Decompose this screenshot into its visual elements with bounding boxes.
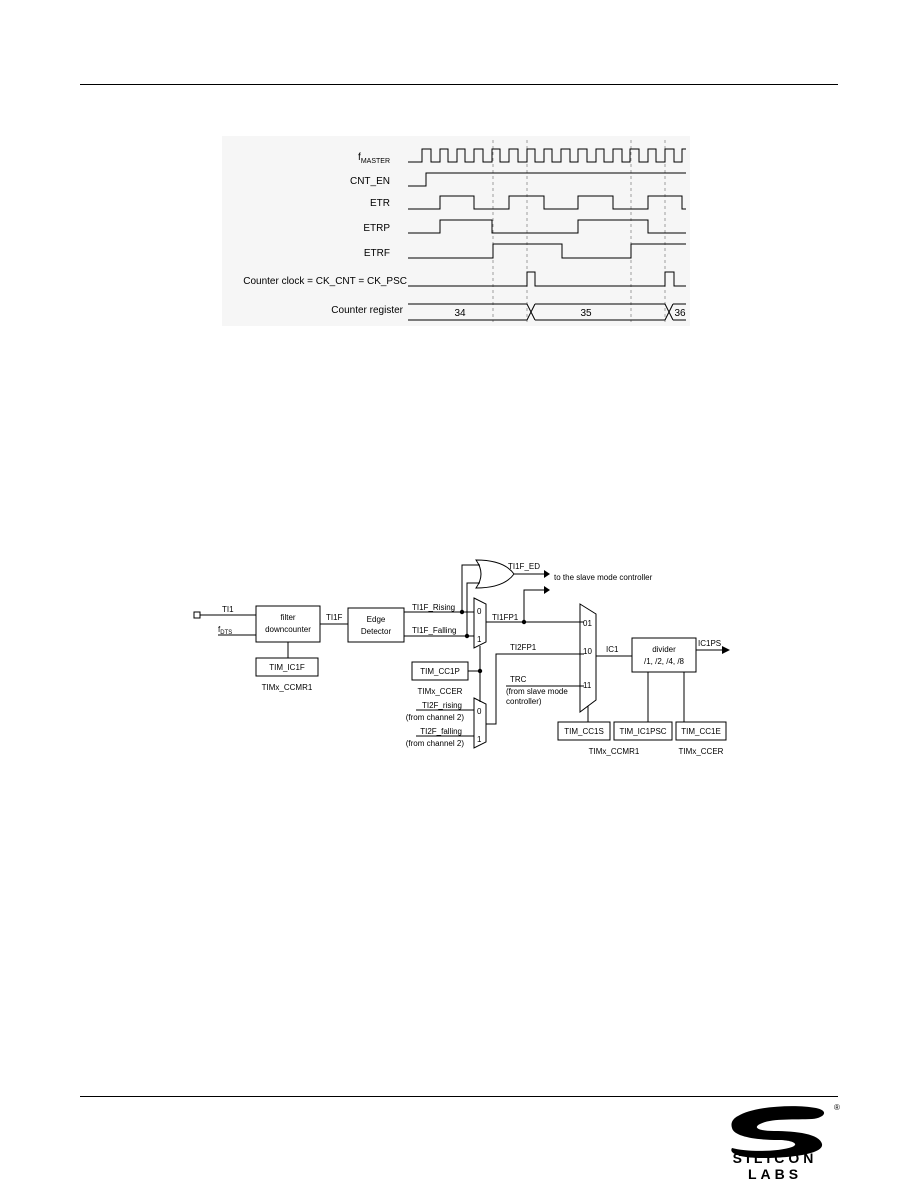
label-ti1f-rising: TI1F_Rising — [412, 603, 455, 612]
counter-value-35: 35 — [580, 308, 592, 319]
sel-10: 10 — [583, 647, 592, 656]
timing-diagram: fMASTER CNT_EN ETR ETRP ETRF Counter clo… — [222, 136, 690, 326]
waveform-etrf — [408, 243, 686, 259]
mux1-in-0: 0 — [477, 607, 482, 616]
signal-label-cnt-en: CNT_EN — [350, 176, 390, 187]
signal-label-etrf: ETRF — [364, 248, 390, 259]
label-ti1: TI1 — [222, 605, 234, 614]
label-to-slave: to the slave mode controller — [554, 573, 653, 582]
capture-select-mux — [579, 603, 597, 713]
signal-label-counter-clock: Counter clock = CK_CNT = CK_PSC — [243, 276, 407, 287]
timx-ccer-label-a: TIMx_CCER — [418, 687, 463, 696]
polarity-mux-2 — [473, 697, 487, 749]
tim-ic1psc-label: TIM_IC1PSC — [619, 727, 666, 736]
waveform-fmaster — [408, 148, 686, 163]
filter-label: filter — [280, 613, 295, 622]
label-ti1f: TI1F — [326, 613, 343, 622]
label-ti1f-falling: TI1F_Falling — [412, 626, 456, 635]
footer-rule — [80, 1096, 838, 1097]
counter-register-bus — [408, 303, 686, 321]
label-trc: TRC — [510, 675, 527, 684]
registered-mark: ® — [834, 1103, 840, 1112]
counter-value-34: 34 — [454, 308, 466, 319]
edge-detector-block — [347, 607, 405, 643]
edge-label: Edge — [367, 615, 386, 624]
signal-label-etr: ETR — [370, 198, 390, 209]
label-ti2f-falling: TI2F_falling — [420, 727, 462, 736]
divider-block — [631, 637, 697, 673]
sel-11: 11 — [583, 681, 592, 690]
filter-label-2: downcounter — [265, 625, 311, 634]
label-ic1: IC1 — [606, 645, 619, 654]
tim-cc1e-box — [675, 721, 727, 741]
label-from-slave: (from slave mode — [506, 687, 568, 696]
tim-cc1e-label: TIM_CC1E — [681, 727, 721, 736]
filter-block — [255, 605, 321, 643]
timx-ccer-label-b: TIMx_CCER — [679, 747, 724, 756]
signal-label-etrp: ETRP — [363, 223, 390, 234]
label-fdts: fDTS — [218, 625, 232, 636]
label-ti1f-ed: TI1F_ED — [508, 562, 540, 571]
tim-ic1psc-box — [613, 721, 673, 741]
counter-value-36: 36 — [674, 308, 686, 319]
mux2-in-1: 1 — [477, 735, 482, 744]
sel-01: 01 — [583, 619, 592, 628]
tim-cc1s-label: TIM_CC1S — [564, 727, 604, 736]
label-ti2fp1: TI2FP1 — [510, 643, 537, 652]
waveform-etrp — [408, 219, 686, 234]
polarity-mux-1 — [473, 597, 487, 649]
mux2-in-0: 0 — [477, 707, 482, 716]
divider-label: divider — [652, 645, 676, 654]
waveform-counter-clock — [408, 271, 686, 287]
waveform-etr — [408, 195, 686, 210]
tim-ic1f-box — [255, 657, 319, 677]
tim-cc1s-box — [557, 721, 611, 741]
or-gate — [475, 559, 515, 589]
label-ti1fp1: TI1FP1 — [492, 613, 519, 622]
signal-label-counter-register: Counter register — [331, 305, 403, 316]
silicon-labs-logo-icon: ® — [731, 1103, 840, 1158]
label-from-ch2-a: (from channel 2) — [406, 713, 465, 722]
header-rule — [80, 84, 838, 85]
timx-ccmr1-label-b: TIMx_CCMR1 — [589, 747, 640, 756]
logo-wordmark: SILICON LABS — [732, 1150, 818, 1182]
edge-label-2: Detector — [361, 627, 392, 636]
tim-cc1p-label: TIM_CC1P — [420, 667, 460, 676]
ti1-pin — [193, 611, 201, 619]
label-controller: controller) — [506, 697, 542, 706]
label-from-ch2-b: (from channel 2) — [406, 739, 465, 748]
signal-label-fmaster: fMASTER — [358, 152, 390, 165]
waveform-cnt-en — [408, 172, 686, 187]
label-ti2f-rising: TI2F_rising — [422, 701, 462, 710]
divider-label-2: /1, /2, /4, /8 — [644, 657, 685, 666]
input-capture-block-diagram: TI1 fDTS filter downcounter TIM_IC1F TIM… — [193, 559, 730, 756]
mux1-in-1: 1 — [477, 635, 482, 644]
timx-ccmr1-label-a: TIMx_CCMR1 — [262, 683, 313, 692]
label-ic1ps: IC1PS — [698, 639, 721, 648]
tim-ic1f-label: TIM_IC1F — [269, 663, 305, 672]
